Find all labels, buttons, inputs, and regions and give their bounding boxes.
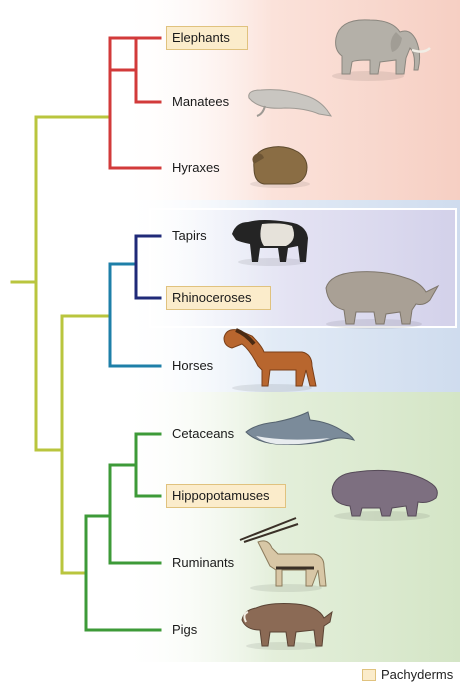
taxon-label-elephants: Elephants xyxy=(172,30,230,46)
taxon-label-cetaceans: Cetaceans xyxy=(172,426,234,442)
taxon-label-pigs: Pigs xyxy=(172,622,197,638)
taxon-label-tapirs: Tapirs xyxy=(172,228,207,244)
taxon-label-hippopotamuses: Hippopotamuses xyxy=(172,488,270,504)
taxon-label-hyraxes: Hyraxes xyxy=(172,160,220,176)
taxon-label-manatees: Manatees xyxy=(172,94,229,110)
legend-label: Pachyderms xyxy=(381,667,453,682)
taxon-label-rhinoceroses: Rhinoceroses xyxy=(172,290,252,306)
taxon-label-horses: Horses xyxy=(172,358,213,374)
taxon-label-ruminants: Ruminants xyxy=(172,555,234,571)
hippopotamus-icon xyxy=(332,470,437,521)
legend-swatch xyxy=(362,669,376,681)
